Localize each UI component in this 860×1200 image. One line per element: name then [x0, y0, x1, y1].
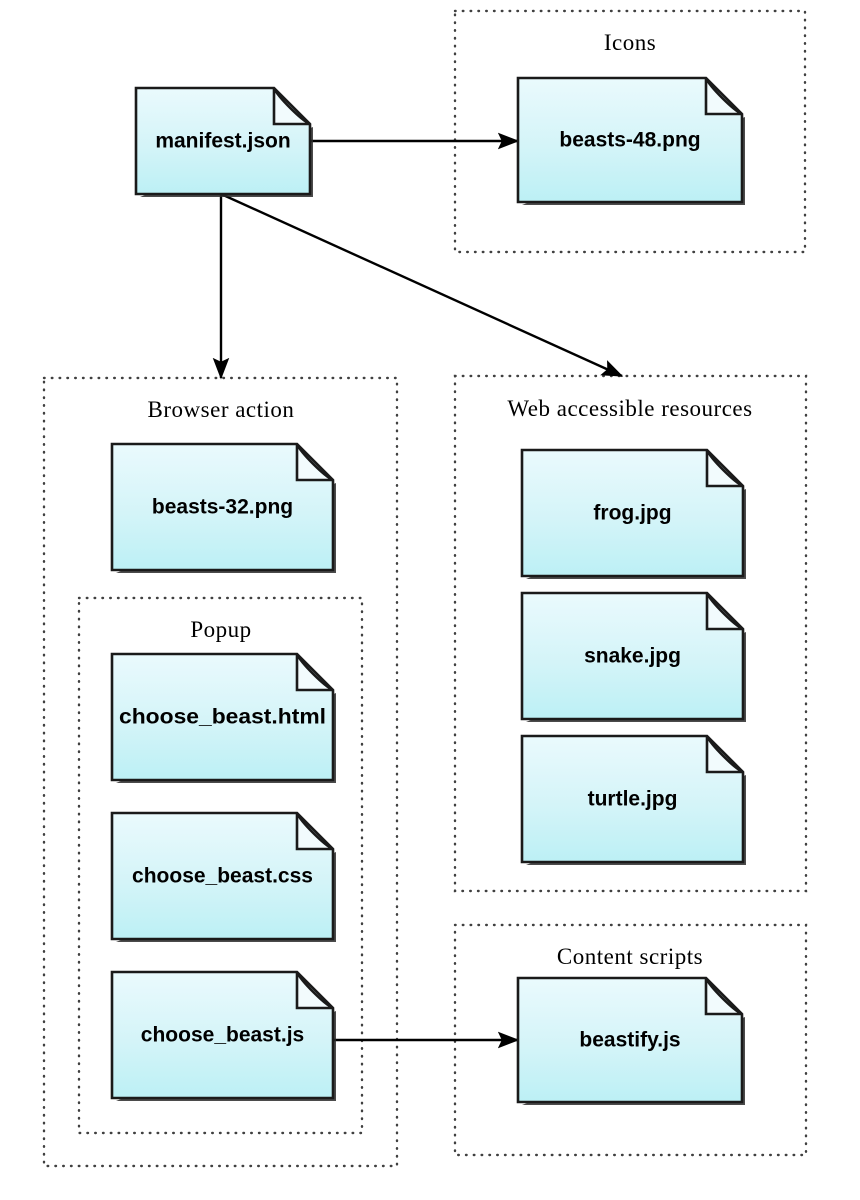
file-node-snake-jpg: snake.jpg — [520, 591, 746, 722]
node-body-beasts-32-png — [110, 442, 335, 572]
node-body-turtle-jpg — [520, 734, 745, 864]
group-label-icons: Icons — [604, 30, 656, 55]
node-body-frog-jpg — [520, 448, 745, 578]
node-label-choose-beast-js: choose_beast.js — [141, 1024, 304, 1047]
node-label-beasts-32-png: beasts-32.png — [152, 496, 293, 519]
node-fold-icon-choose-beast-css — [295, 812, 334, 851]
node-fold-icon-beastify-js — [704, 977, 743, 1016]
group-browser-action: Browser action — [42, 376, 399, 1168]
file-node-choose-beast-html: choose_beast.html — [110, 652, 336, 783]
group-border-popup — [77, 596, 364, 1135]
group-border-browser-action — [42, 376, 399, 1168]
node-fold-icon-beasts-32-png — [295, 443, 334, 482]
node-label-snake-jpg: snake.jpg — [584, 645, 681, 668]
node-label-beasts-48-png: beasts-48.png — [559, 129, 700, 152]
node-fold-icon-manifest-json — [272, 87, 311, 126]
node-label-turtle-jpg: turtle.jpg — [588, 788, 678, 811]
edge-manifest-to-war — [220, 192, 624, 378]
node-fold-icon-frog-jpg — [705, 449, 744, 488]
node-body-beastify-js — [516, 976, 744, 1104]
node-label-frog-jpg: frog.jpg — [593, 502, 671, 525]
edges — [212, 132, 624, 1049]
group-popup: Popup — [77, 596, 364, 1135]
file-node-beastify-js: beastify.js — [516, 976, 745, 1105]
file-node-turtle-jpg: turtle.jpg — [520, 734, 746, 865]
node-fold-icon-choose-beast-js — [295, 971, 334, 1010]
node-body-manifest-json — [134, 86, 312, 196]
file-nodes: manifest.json beasts-48.png beasts-32.png c… — [110, 76, 746, 1105]
node-body-beasts-48-png — [516, 76, 744, 204]
group-border-web-accessible-resources — [453, 374, 808, 893]
node-label-choose-beast-html: choose_beast.html — [119, 706, 326, 729]
group-label-browser-action: Browser action — [148, 397, 295, 422]
node-fold-icon-beasts-48-png — [704, 77, 743, 116]
group-border-icons — [453, 9, 807, 254]
file-node-manifest-json: manifest.json — [134, 86, 313, 197]
file-node-beasts-32-png: beasts-32.png — [110, 442, 336, 573]
node-label-beastify-js: beastify.js — [579, 1029, 680, 1052]
group-label-web-accessible-resources: Web accessible resources — [507, 396, 752, 421]
node-body-choose-beast-html — [110, 652, 335, 782]
node-label-choose-beast-css: choose_beast.css — [132, 865, 313, 888]
group-border-content-scripts — [453, 923, 808, 1157]
group-icons: Icons — [453, 9, 807, 254]
node-fold-icon-turtle-jpg — [705, 735, 744, 774]
edge-line-manifest-to-war — [220, 192, 624, 378]
node-fold-icon-snake-jpg — [705, 592, 744, 631]
group-web-accessible-resources: Web accessible resources — [453, 374, 808, 893]
node-label-manifest-json: manifest.json — [155, 130, 290, 153]
file-node-choose-beast-css: choose_beast.css — [110, 811, 336, 942]
node-fold-icon-choose-beast-html — [295, 653, 334, 692]
node-body-snake-jpg — [520, 591, 745, 721]
node-body-choose-beast-css — [110, 811, 335, 941]
group-label-content-scripts: Content scripts — [557, 944, 703, 969]
node-body-choose-beast-js — [110, 970, 335, 1100]
file-node-beasts-48-png: beasts-48.png — [516, 76, 745, 205]
group-content-scripts: Content scripts — [453, 923, 808, 1157]
file-node-choose-beast-js: choose_beast.js — [110, 970, 336, 1101]
file-node-frog-jpg: frog.jpg — [520, 448, 746, 579]
group-label-popup: Popup — [190, 617, 251, 642]
